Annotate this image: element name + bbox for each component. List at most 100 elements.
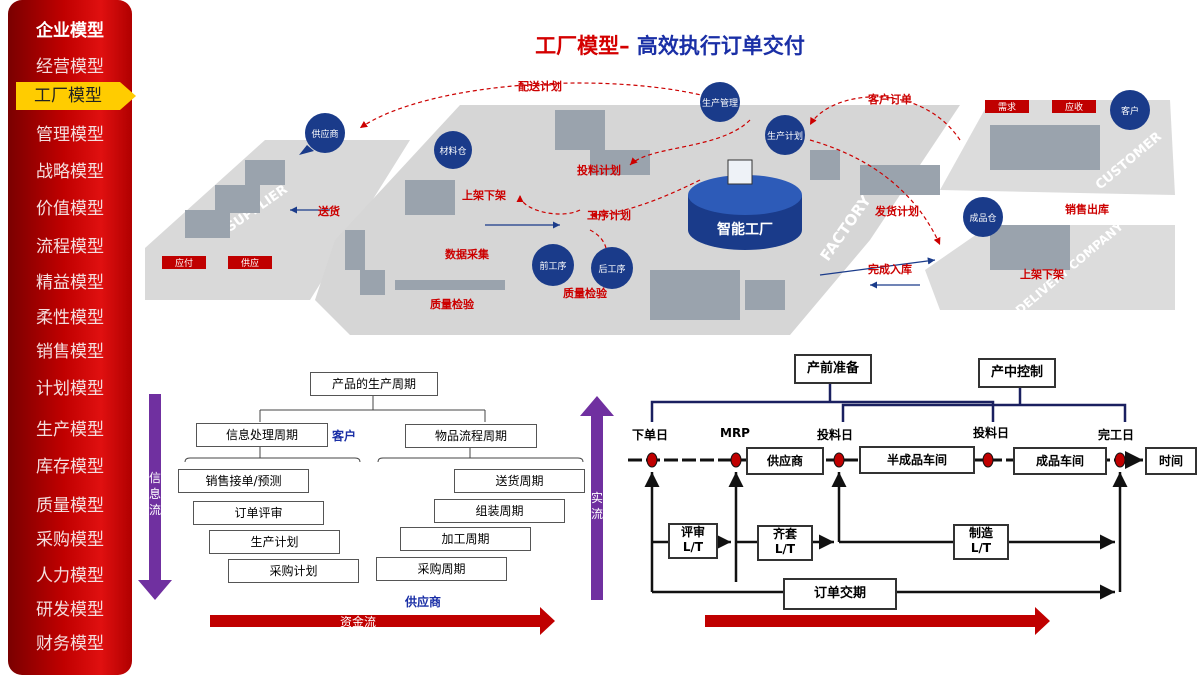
front-process-bubble: 前工序 bbox=[532, 244, 574, 286]
supplier-floor bbox=[145, 140, 410, 300]
production-plan-bubble: 生产计划 bbox=[765, 115, 805, 155]
finished-goods-bubble: 成品仓 bbox=[963, 197, 1003, 237]
material-item-assembly: 组装周期 bbox=[434, 499, 565, 523]
material-item-processing: 加工周期 bbox=[400, 527, 531, 551]
sidebar-item-enterprise-model[interactable]: 企业模型 bbox=[36, 21, 104, 41]
milestone-feed-day-1: 投料日 bbox=[817, 428, 854, 442]
lt-kit-label: 齐套 bbox=[772, 527, 797, 541]
sidebar-item-rd-model[interactable]: 研发模型 bbox=[36, 600, 104, 620]
sidebar-item-strategy-model[interactable]: 战略模型 bbox=[36, 162, 104, 182]
sidebar-item-procurement-model[interactable]: 采购模型 bbox=[36, 530, 104, 550]
sidebar-item-inventory-model[interactable]: 库存模型 bbox=[36, 457, 104, 477]
capital-flow-arrow bbox=[210, 607, 555, 635]
milestone-feed-day-2: 投料日 bbox=[973, 426, 1010, 440]
station-finished: 成品车间 bbox=[1013, 447, 1107, 475]
factory-floor bbox=[315, 105, 960, 335]
label-shelf-on-off-2: 上架下架 bbox=[1020, 267, 1064, 281]
label-quality-check-1: 质量检验 bbox=[430, 297, 475, 311]
material-bubble-label: 材料仓 bbox=[439, 145, 466, 157]
physical-flow-label: 实流 bbox=[590, 491, 603, 521]
label-customer-order: 客户订单 bbox=[867, 92, 912, 106]
sidebar-item-business-model[interactable]: 经营模型 bbox=[36, 57, 104, 77]
capital-flow-label: 资金流 bbox=[340, 615, 377, 629]
supplier-bubble-label: 供应商 bbox=[311, 128, 338, 140]
label-delivery-plan: 配送计划 bbox=[518, 79, 562, 93]
milestone-order-day: 下单日 bbox=[632, 428, 669, 442]
production-plan-bubble-label: 生产计划 bbox=[767, 130, 803, 142]
supplier-floor-text: SUPPLIER bbox=[224, 182, 291, 235]
customer-bubble: 客户 bbox=[1110, 90, 1150, 130]
order-lead-time-box: 订单交期 bbox=[783, 578, 897, 610]
sidebar-item-production-model[interactable]: 生产模型 bbox=[36, 420, 104, 440]
sidebar-item-finance-model[interactable]: 财务模型 bbox=[36, 634, 104, 654]
equipment-group bbox=[185, 110, 1100, 320]
sidebar-item-hr-model[interactable]: 人力模型 bbox=[36, 566, 104, 586]
sidebar-item-planning-model[interactable]: 计划模型 bbox=[36, 379, 104, 399]
lt-review-unit: L/T bbox=[682, 540, 704, 554]
customer-floor bbox=[940, 100, 1175, 195]
title-part-2: 高效执行订单交付 bbox=[629, 34, 805, 58]
sidebar-item-process-model[interactable]: 流程模型 bbox=[36, 237, 104, 257]
front-process-bubble-label: 前工序 bbox=[539, 260, 566, 272]
back-process-bubble: 后工序 bbox=[591, 247, 633, 289]
sidebar-item-flexible-model[interactable]: 柔性模型 bbox=[36, 308, 104, 328]
info-flow-label: 信息流 bbox=[148, 471, 161, 517]
material-cycle-box: 物品流程周期 bbox=[405, 424, 537, 448]
finished-goods-bubble-label: 成品仓 bbox=[969, 212, 996, 224]
value-flow-arrow bbox=[705, 607, 1050, 635]
customer-floor-text: CUSTOMER bbox=[1093, 129, 1165, 193]
lt-manufacture-label: 制造 bbox=[968, 526, 993, 540]
lt-review-label: 评审 bbox=[680, 525, 705, 539]
station-supplier: 供应商 bbox=[746, 447, 824, 475]
customer-label: 客户 bbox=[332, 429, 357, 443]
info-item-purchase: 采购计划 bbox=[228, 559, 359, 583]
station-time: 时间 bbox=[1145, 447, 1197, 475]
factory-floor-text: FACTORY bbox=[817, 191, 876, 264]
smart-factory-cylinder: 智能工厂 bbox=[688, 159, 802, 250]
label-data-collection: 数据采集 bbox=[445, 247, 490, 261]
back-process-bubble-label: 后工序 bbox=[598, 263, 625, 275]
tag-receivable: 应收 bbox=[1065, 101, 1083, 113]
sidebar-item-value-model[interactable]: 价值模型 bbox=[36, 199, 104, 219]
product-cycle-box: 产品的生产周期 bbox=[310, 372, 438, 396]
flow-arrows bbox=[359, 82, 961, 266]
sidebar-item-lean-model[interactable]: 精益模型 bbox=[36, 273, 104, 293]
customer-bubble-label: 客户 bbox=[1121, 105, 1139, 117]
label-feeding-plan: 投料计划 bbox=[577, 163, 621, 177]
label-shelf-on-off: 上架下架 bbox=[462, 188, 506, 202]
label-finished-in: 完成入库 bbox=[868, 262, 912, 276]
label-sales-out: 销售出库 bbox=[1065, 202, 1109, 216]
sidebar: 企业模型 经营模型 工厂模型 管理模型 战略模型 价值模型 流程模型 精益模型 … bbox=[8, 0, 136, 675]
info-cycle-box: 信息处理周期 bbox=[196, 423, 328, 447]
info-item-plan: 生产计划 bbox=[209, 530, 340, 554]
tag-payable: 应付 bbox=[175, 257, 193, 269]
delivery-floor bbox=[925, 225, 1175, 310]
production-mgmt-bubble-label: 生产管理 bbox=[702, 97, 738, 109]
label-delivery: 送货 bbox=[317, 204, 340, 218]
material-item-purchase: 采购周期 bbox=[376, 557, 507, 581]
sidebar-item-management-model[interactable]: 管理模型 bbox=[36, 125, 104, 145]
sidebar-item-quality-model[interactable]: 质量模型 bbox=[36, 496, 104, 516]
lt-kit-unit: L/T bbox=[774, 542, 796, 556]
blue-flow-arrows bbox=[290, 206, 936, 289]
sidebar-item-factory-model[interactable]: 工厂模型 bbox=[16, 82, 136, 110]
tag-supply: 供应 bbox=[241, 257, 259, 269]
smart-factory-label: 智能工厂 bbox=[716, 221, 773, 238]
delivery-floor-text: DELIVERY COMPANY bbox=[1013, 219, 1126, 317]
sidebar-item-sales-model[interactable]: 销售模型 bbox=[36, 342, 104, 362]
info-item-review: 订单评审 bbox=[193, 501, 324, 525]
material-item-delivery: 送货周期 bbox=[454, 469, 585, 493]
supplier-label: 供应商 bbox=[405, 595, 442, 609]
pre-prep-box: 产前准备 bbox=[794, 354, 872, 384]
title-part-1: 工厂模型– bbox=[535, 34, 630, 58]
tag-demand: 需求 bbox=[998, 101, 1016, 113]
label-quality-check-2: 质量检验 bbox=[563, 286, 608, 300]
lt-manufacture-unit: L/T bbox=[970, 541, 992, 555]
info-item-sales: 销售接单/预测 bbox=[178, 469, 309, 493]
material-bubble: 材料仓 bbox=[434, 131, 472, 169]
